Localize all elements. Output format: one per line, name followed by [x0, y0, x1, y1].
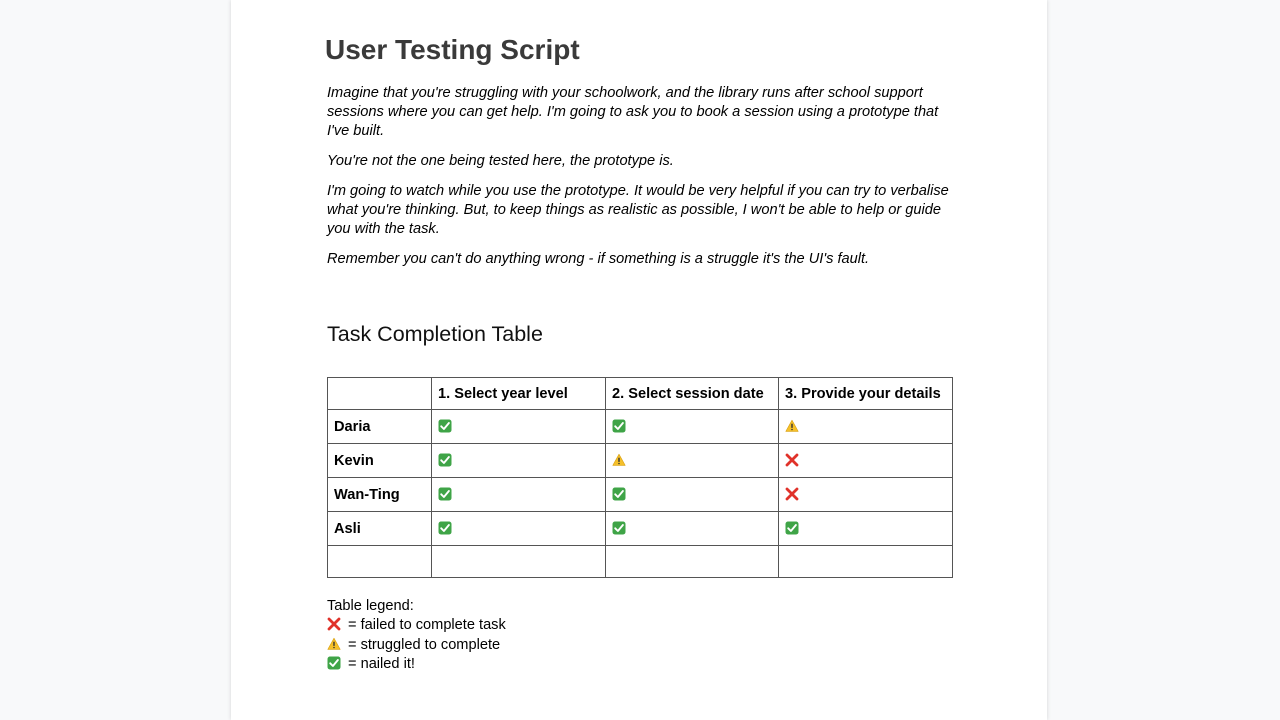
- table-header-cell: 2. Select session date: [605, 377, 779, 410]
- legend-item: = failed to complete task: [327, 616, 957, 635]
- result-cell: [778, 443, 953, 478]
- empty-cell: [431, 545, 606, 578]
- legend-item: = nailed it!: [327, 655, 957, 674]
- table-header-cell: [327, 377, 432, 410]
- check-icon: [327, 656, 341, 670]
- check-icon: [785, 521, 799, 534]
- result-cell: [431, 443, 606, 478]
- participant-name: Daria: [327, 409, 432, 444]
- table-row: Kevin: [327, 443, 953, 478]
- cross-icon: [785, 453, 799, 466]
- check-icon: [438, 487, 452, 500]
- check-icon: [438, 521, 452, 534]
- warning-icon: [785, 419, 799, 432]
- check-icon: [612, 521, 626, 534]
- page-title: User Testing Script: [325, 34, 580, 65]
- table-header-cell: 3. Provide your details: [778, 377, 953, 410]
- participant-name: Asli: [327, 511, 432, 546]
- result-cell: [605, 477, 779, 512]
- cross-icon: [785, 487, 799, 500]
- result-cell: [778, 477, 953, 512]
- table-row: Daria: [327, 409, 953, 444]
- table-row: Wan-Ting: [327, 477, 953, 512]
- result-cell: [778, 511, 953, 546]
- table-legend: Table legend: = failed to complete task=…: [327, 597, 957, 674]
- result-cell: [431, 511, 606, 546]
- check-icon: [612, 487, 626, 500]
- legend-item-text: = nailed it!: [348, 655, 415, 672]
- legend-item: = struggled to complete: [327, 636, 957, 655]
- legend-items: = failed to complete task = struggled to …: [327, 616, 957, 674]
- participant-name: Kevin: [327, 443, 432, 478]
- result-cell: [605, 409, 779, 444]
- section-title: Task Completion Table: [327, 322, 543, 346]
- table-row-empty: [327, 545, 953, 578]
- result-cell: [605, 443, 779, 478]
- empty-cell: [778, 545, 953, 578]
- result-cell: [605, 511, 779, 546]
- legend-item-text: = failed to complete task: [348, 617, 506, 634]
- task-completion-table: 1. Select year level 2. Select session d…: [327, 377, 953, 578]
- document-content: User Testing Script Imagine that you're …: [325, 32, 957, 674]
- result-cell: [431, 409, 606, 444]
- check-icon: [612, 419, 626, 432]
- intro-paragraph: Imagine that you're struggling with your…: [327, 85, 939, 139]
- warning-icon: [612, 453, 626, 466]
- participant-name: Wan-Ting: [327, 477, 432, 512]
- intro-text: Imagine that you're struggling with your…: [327, 84, 957, 269]
- intro-paragraph: I'm going to watch while you use the pro…: [327, 183, 949, 237]
- result-cell: [778, 409, 953, 444]
- empty-cell: [605, 545, 779, 578]
- legend-title: Table legend:: [327, 598, 414, 614]
- table-row: Asli: [327, 511, 953, 546]
- table-header-row: 1. Select year level 2. Select session d…: [327, 377, 953, 410]
- table-header-cell: 1. Select year level: [431, 377, 606, 410]
- warning-icon: [327, 637, 341, 650]
- intro-paragraph: Remember you can't do anything wrong - i…: [327, 251, 870, 267]
- result-cell: [431, 477, 606, 512]
- cross-icon: [327, 617, 341, 631]
- check-icon: [438, 419, 452, 432]
- check-icon: [438, 453, 452, 466]
- intro-paragraph: You're not the one being tested here, th…: [327, 153, 674, 169]
- document-page: User Testing Script Imagine that you're …: [231, 0, 1047, 720]
- legend-item-text: = struggled to complete: [348, 636, 501, 653]
- empty-cell: [327, 545, 432, 578]
